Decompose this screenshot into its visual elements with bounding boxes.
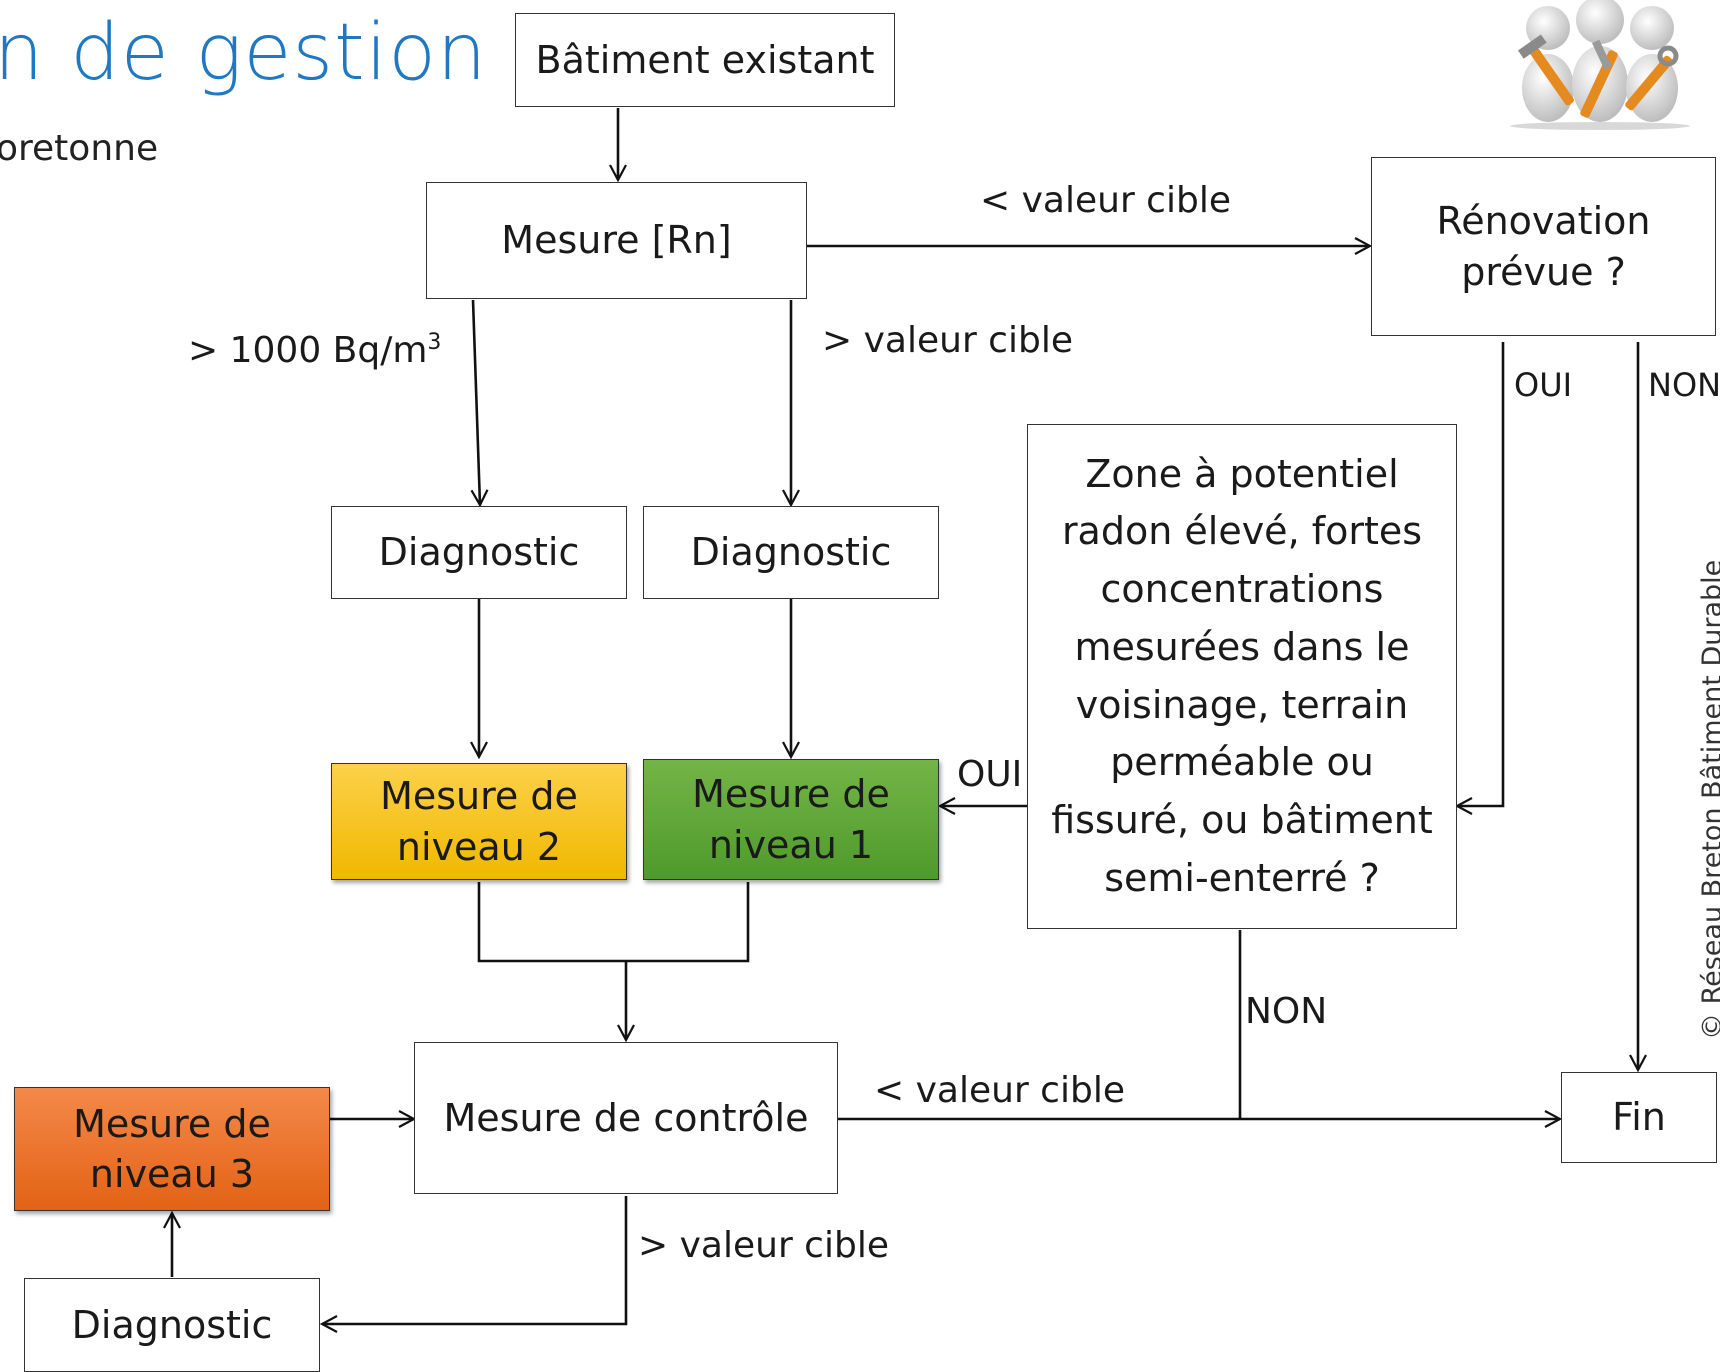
node-renovation-prevue: Rénovation prévue ? xyxy=(1371,157,1716,336)
label-gt-1000-sup: 3 xyxy=(427,330,442,355)
label-gt-1000-text: > 1000 Bq/m xyxy=(188,330,428,371)
node-mesure-controle: Mesure de contrôle xyxy=(414,1042,838,1194)
label-gt-valeur-cible-bottom: > valeur cible xyxy=(638,1225,889,1266)
three-workers-with-tools-icon xyxy=(1486,0,1716,134)
copyright-notice: © Réseau Breton Bâtiment Durable xyxy=(1697,559,1720,1040)
node-diagnostic-left: Diagnostic xyxy=(331,506,627,599)
label-non-renovation: NON xyxy=(1648,366,1720,404)
node-mesure-niveau-3: Mesure de niveau 3 xyxy=(14,1087,330,1211)
node-fin: Fin xyxy=(1561,1072,1717,1163)
node-diagnostic-bottom: Diagnostic xyxy=(24,1278,320,1372)
label-oui-zone: OUI xyxy=(957,754,1023,795)
label-oui-renovation: OUI xyxy=(1514,366,1573,404)
arrow-controle-to-diagnostic-bottom xyxy=(322,1196,628,1324)
node-mesure-niveau-2: Mesure de niveau 2 xyxy=(331,763,627,880)
page-title: n de gestion xyxy=(0,8,488,98)
node-mesure-niveau-1: Mesure de niveau 1 xyxy=(643,759,939,880)
arrow-mesure-to-diagnostic-left xyxy=(473,299,480,505)
label-lt-valeur-cible-bottom: < valeur cible xyxy=(874,1070,1125,1111)
node-mesure-rn: Mesure [Rn] xyxy=(426,182,807,299)
node-diagnostic-right: Diagnostic xyxy=(643,506,939,599)
label-lt-valeur-cible-top: < valeur cible xyxy=(980,180,1231,221)
label-gt-valeur-cible-mid: > valeur cible xyxy=(822,320,1073,361)
node-zone-question: Zone à potentiel radon élevé, fortes con… xyxy=(1027,424,1457,929)
arrow-renovation-oui-to-zone xyxy=(1457,342,1505,806)
page-subtitle: oretonne xyxy=(0,128,159,169)
node-batiment-existant: Bâtiment existant xyxy=(515,13,895,107)
label-gt-1000: > 1000 Bq/m3 xyxy=(188,330,441,371)
connector-niveaux-join xyxy=(477,882,750,963)
label-non-zone: NON xyxy=(1245,991,1328,1032)
